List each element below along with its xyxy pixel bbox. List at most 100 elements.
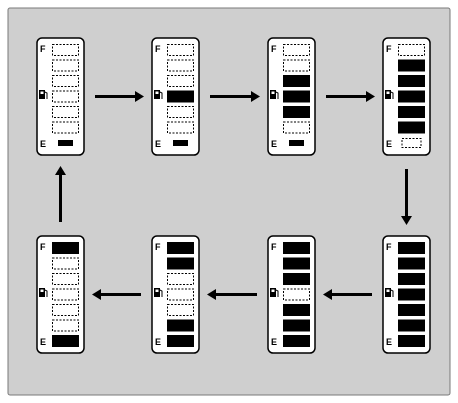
full-label: F <box>386 242 392 252</box>
empty-label: E <box>155 139 161 149</box>
fuel-pump-icon <box>270 90 279 99</box>
fuel-pump-icon <box>154 90 163 99</box>
gauge-segment <box>398 335 425 347</box>
gauge-segment <box>283 335 310 347</box>
gauge-segment <box>52 75 79 87</box>
gauge-segment <box>167 59 194 72</box>
gauge-segment <box>398 59 425 72</box>
fuel-pump-icon <box>39 90 48 99</box>
gauge-7: FE <box>151 235 200 354</box>
empty-label: E <box>40 139 46 149</box>
gauge-segment <box>167 319 194 332</box>
gauge-frame <box>36 37 85 156</box>
gauge-segment <box>167 121 194 134</box>
gauge-segment <box>398 106 425 118</box>
gauge-segment <box>283 319 310 332</box>
arrow-icon <box>207 289 257 300</box>
gauge-segment <box>173 140 188 146</box>
gauge-segment <box>167 257 194 270</box>
full-label: F <box>40 242 46 252</box>
gauge-segment <box>283 257 310 270</box>
empty-label: E <box>40 337 46 347</box>
gauge-segment <box>398 257 425 270</box>
gauge-segment <box>398 242 425 254</box>
empty-label: E <box>271 139 277 149</box>
arrow-layer <box>55 91 412 300</box>
gauge-3: FE <box>267 37 316 156</box>
gauge-segment <box>398 304 425 316</box>
gauge-segment <box>52 304 79 316</box>
gauge-segment <box>398 319 425 332</box>
empty-label: E <box>271 337 277 347</box>
fuel-pump-icon <box>39 288 48 297</box>
gauge-segment <box>283 242 310 254</box>
gauge-segment <box>398 44 425 56</box>
gauge-segment <box>167 335 194 347</box>
gauge-segment <box>289 140 304 146</box>
gauge-segment <box>167 288 194 301</box>
gauge-segment <box>398 273 425 285</box>
fuel-pump-icon <box>385 90 394 99</box>
gauge-4: FE <box>382 37 431 156</box>
gauge-segment <box>398 288 425 301</box>
gauge-segment <box>52 257 79 270</box>
full-label: F <box>271 242 277 252</box>
full-label: F <box>155 44 161 54</box>
diagram-panel <box>7 7 451 396</box>
gauge-segment <box>167 304 194 316</box>
gauge-segment <box>283 59 310 72</box>
gauge-segment <box>283 288 310 301</box>
empty-label: E <box>386 337 392 347</box>
gauge-segment <box>167 90 194 103</box>
full-label: F <box>40 44 46 54</box>
full-label: F <box>386 44 392 54</box>
gauge-segment <box>398 75 425 87</box>
arrow-icon <box>323 289 372 300</box>
gauge-segment <box>52 90 79 103</box>
gauge-segment <box>167 44 194 56</box>
gauge-segment <box>283 44 310 56</box>
gauge-segment <box>52 335 79 347</box>
gauge-8: FE <box>36 235 85 354</box>
gauge-segment <box>398 90 425 103</box>
fuel-pump-icon <box>154 288 163 297</box>
gauge-segment <box>167 273 194 285</box>
gauge-2: FE <box>151 37 200 156</box>
gauge-segment <box>283 90 310 103</box>
fuel-pump-icon <box>270 288 279 297</box>
gauge-5: FE <box>382 235 431 354</box>
gauge-segment <box>398 121 425 134</box>
gauge-segment <box>167 242 194 254</box>
gauge-segment <box>52 319 79 332</box>
gauge-segment <box>58 140 73 146</box>
gauge-1: FE <box>36 37 85 156</box>
fuel-pump-icon <box>385 288 394 297</box>
full-label: F <box>155 242 161 252</box>
arrow-icon <box>95 91 144 102</box>
gauge-segment <box>167 106 194 118</box>
gauge-segment <box>52 242 79 254</box>
gauge-segment <box>52 273 79 285</box>
arrow-icon <box>326 91 375 102</box>
gauge-segment <box>52 106 79 118</box>
gauge-segment <box>283 304 310 316</box>
gauge-segment <box>52 59 79 72</box>
arrow-icon <box>55 166 66 222</box>
gauge-frame <box>36 235 85 354</box>
gauge-segment <box>283 75 310 87</box>
gauge-segment <box>283 273 310 285</box>
full-label: F <box>271 44 277 54</box>
empty-label: E <box>386 139 392 149</box>
arrow-icon <box>92 289 141 300</box>
gauge-segment <box>52 121 79 134</box>
arrow-icon <box>401 169 412 225</box>
empty-label: E <box>155 337 161 347</box>
arrow-icon <box>210 91 260 102</box>
gauge-segment <box>52 288 79 301</box>
gauge-segment <box>167 75 194 87</box>
gauge-segment <box>52 44 79 56</box>
gauge-6: FE <box>267 235 316 354</box>
